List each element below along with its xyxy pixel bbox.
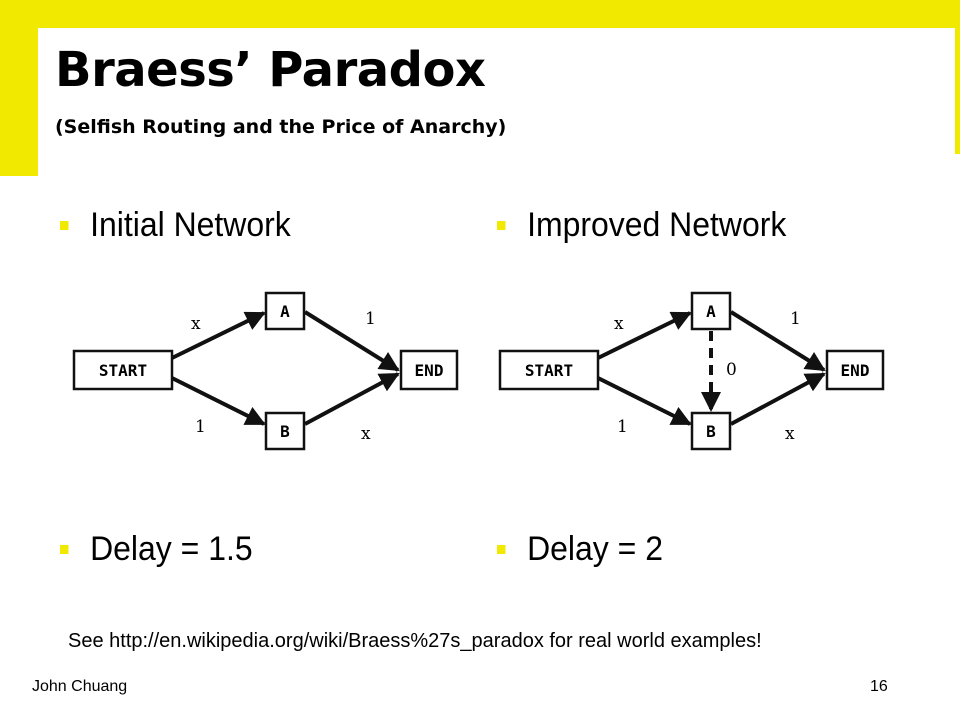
a-node-label: A	[280, 302, 290, 321]
end-node-label: END	[415, 361, 444, 380]
edge-b-end	[304, 372, 400, 426]
start-node-label: START	[525, 361, 573, 380]
b-node	[690, 411, 732, 451]
right-accent-bar	[955, 22, 960, 154]
bullet-label: Improved Network	[527, 206, 787, 244]
edge-label-start-b: 1	[617, 417, 628, 437]
footer-page-number: 16	[870, 678, 888, 695]
bullet-marker-icon	[497, 545, 506, 554]
initial-network-diagram: START A B END x 1 1 x	[70, 286, 460, 456]
b-node-label: B	[280, 422, 290, 441]
b-node	[264, 411, 306, 451]
bullet-marker-icon	[60, 221, 69, 230]
edge-b-end	[730, 372, 826, 426]
edge-start-a	[171, 311, 266, 360]
edge-label-b-end: x	[785, 424, 795, 444]
a-node	[690, 291, 732, 331]
bullet-marker-icon	[497, 221, 506, 230]
edge-label-start-a: x	[191, 314, 201, 334]
edge-start-a	[597, 311, 692, 360]
edge-label-start-b: 1	[195, 417, 206, 437]
initial-network-svg: START A B END x 1 1 x	[72, 291, 459, 451]
edge-label-b-end: x	[361, 424, 371, 444]
slide-subtitle: (Selfish Routing and the Price of Anarch…	[55, 116, 507, 138]
edge-label-start-a: x	[614, 314, 624, 334]
bullet-marker-icon	[60, 545, 69, 554]
end-node-label: END	[841, 361, 870, 380]
edge-label-a-b: 0	[726, 360, 737, 380]
edge-label-a-end: 1	[365, 309, 376, 329]
start-node	[72, 349, 174, 391]
slide-title: Braess’ Paradox	[55, 42, 486, 98]
edge-a-end	[303, 310, 400, 372]
improved-network-svg: START A B END x 1 0 1 x	[498, 291, 885, 451]
bullet-label: Initial Network	[90, 206, 291, 244]
edge-label-a-end: 1	[790, 309, 801, 329]
edge-start-b	[597, 376, 692, 426]
bullet-label: Delay = 1.5	[90, 530, 253, 568]
bullet-initial-delay: Delay = 1.5	[60, 530, 253, 569]
bullet-initial-network: Initial Network	[60, 206, 291, 245]
start-node-label: START	[99, 361, 147, 380]
edge-a-end	[729, 310, 826, 372]
start-node	[498, 349, 600, 391]
left-accent-bar	[0, 28, 38, 176]
footnote-link-text: See http://en.wikipedia.org/wiki/Braess%…	[68, 630, 762, 652]
bullet-improved-network: Improved Network	[497, 206, 786, 245]
b-node-label: B	[706, 422, 716, 441]
improved-network-diagram: START A B END x 1 0 1 x	[496, 286, 886, 456]
a-node-label: A	[706, 302, 716, 321]
bullet-label: Delay = 2	[527, 530, 663, 568]
end-node	[825, 349, 885, 391]
a-node	[264, 291, 306, 331]
bullet-improved-delay: Delay = 2	[497, 530, 663, 569]
footer-author: John Chuang	[32, 678, 128, 695]
top-accent-bar	[0, 0, 960, 28]
edge-start-b	[171, 376, 266, 426]
end-node	[399, 349, 459, 391]
